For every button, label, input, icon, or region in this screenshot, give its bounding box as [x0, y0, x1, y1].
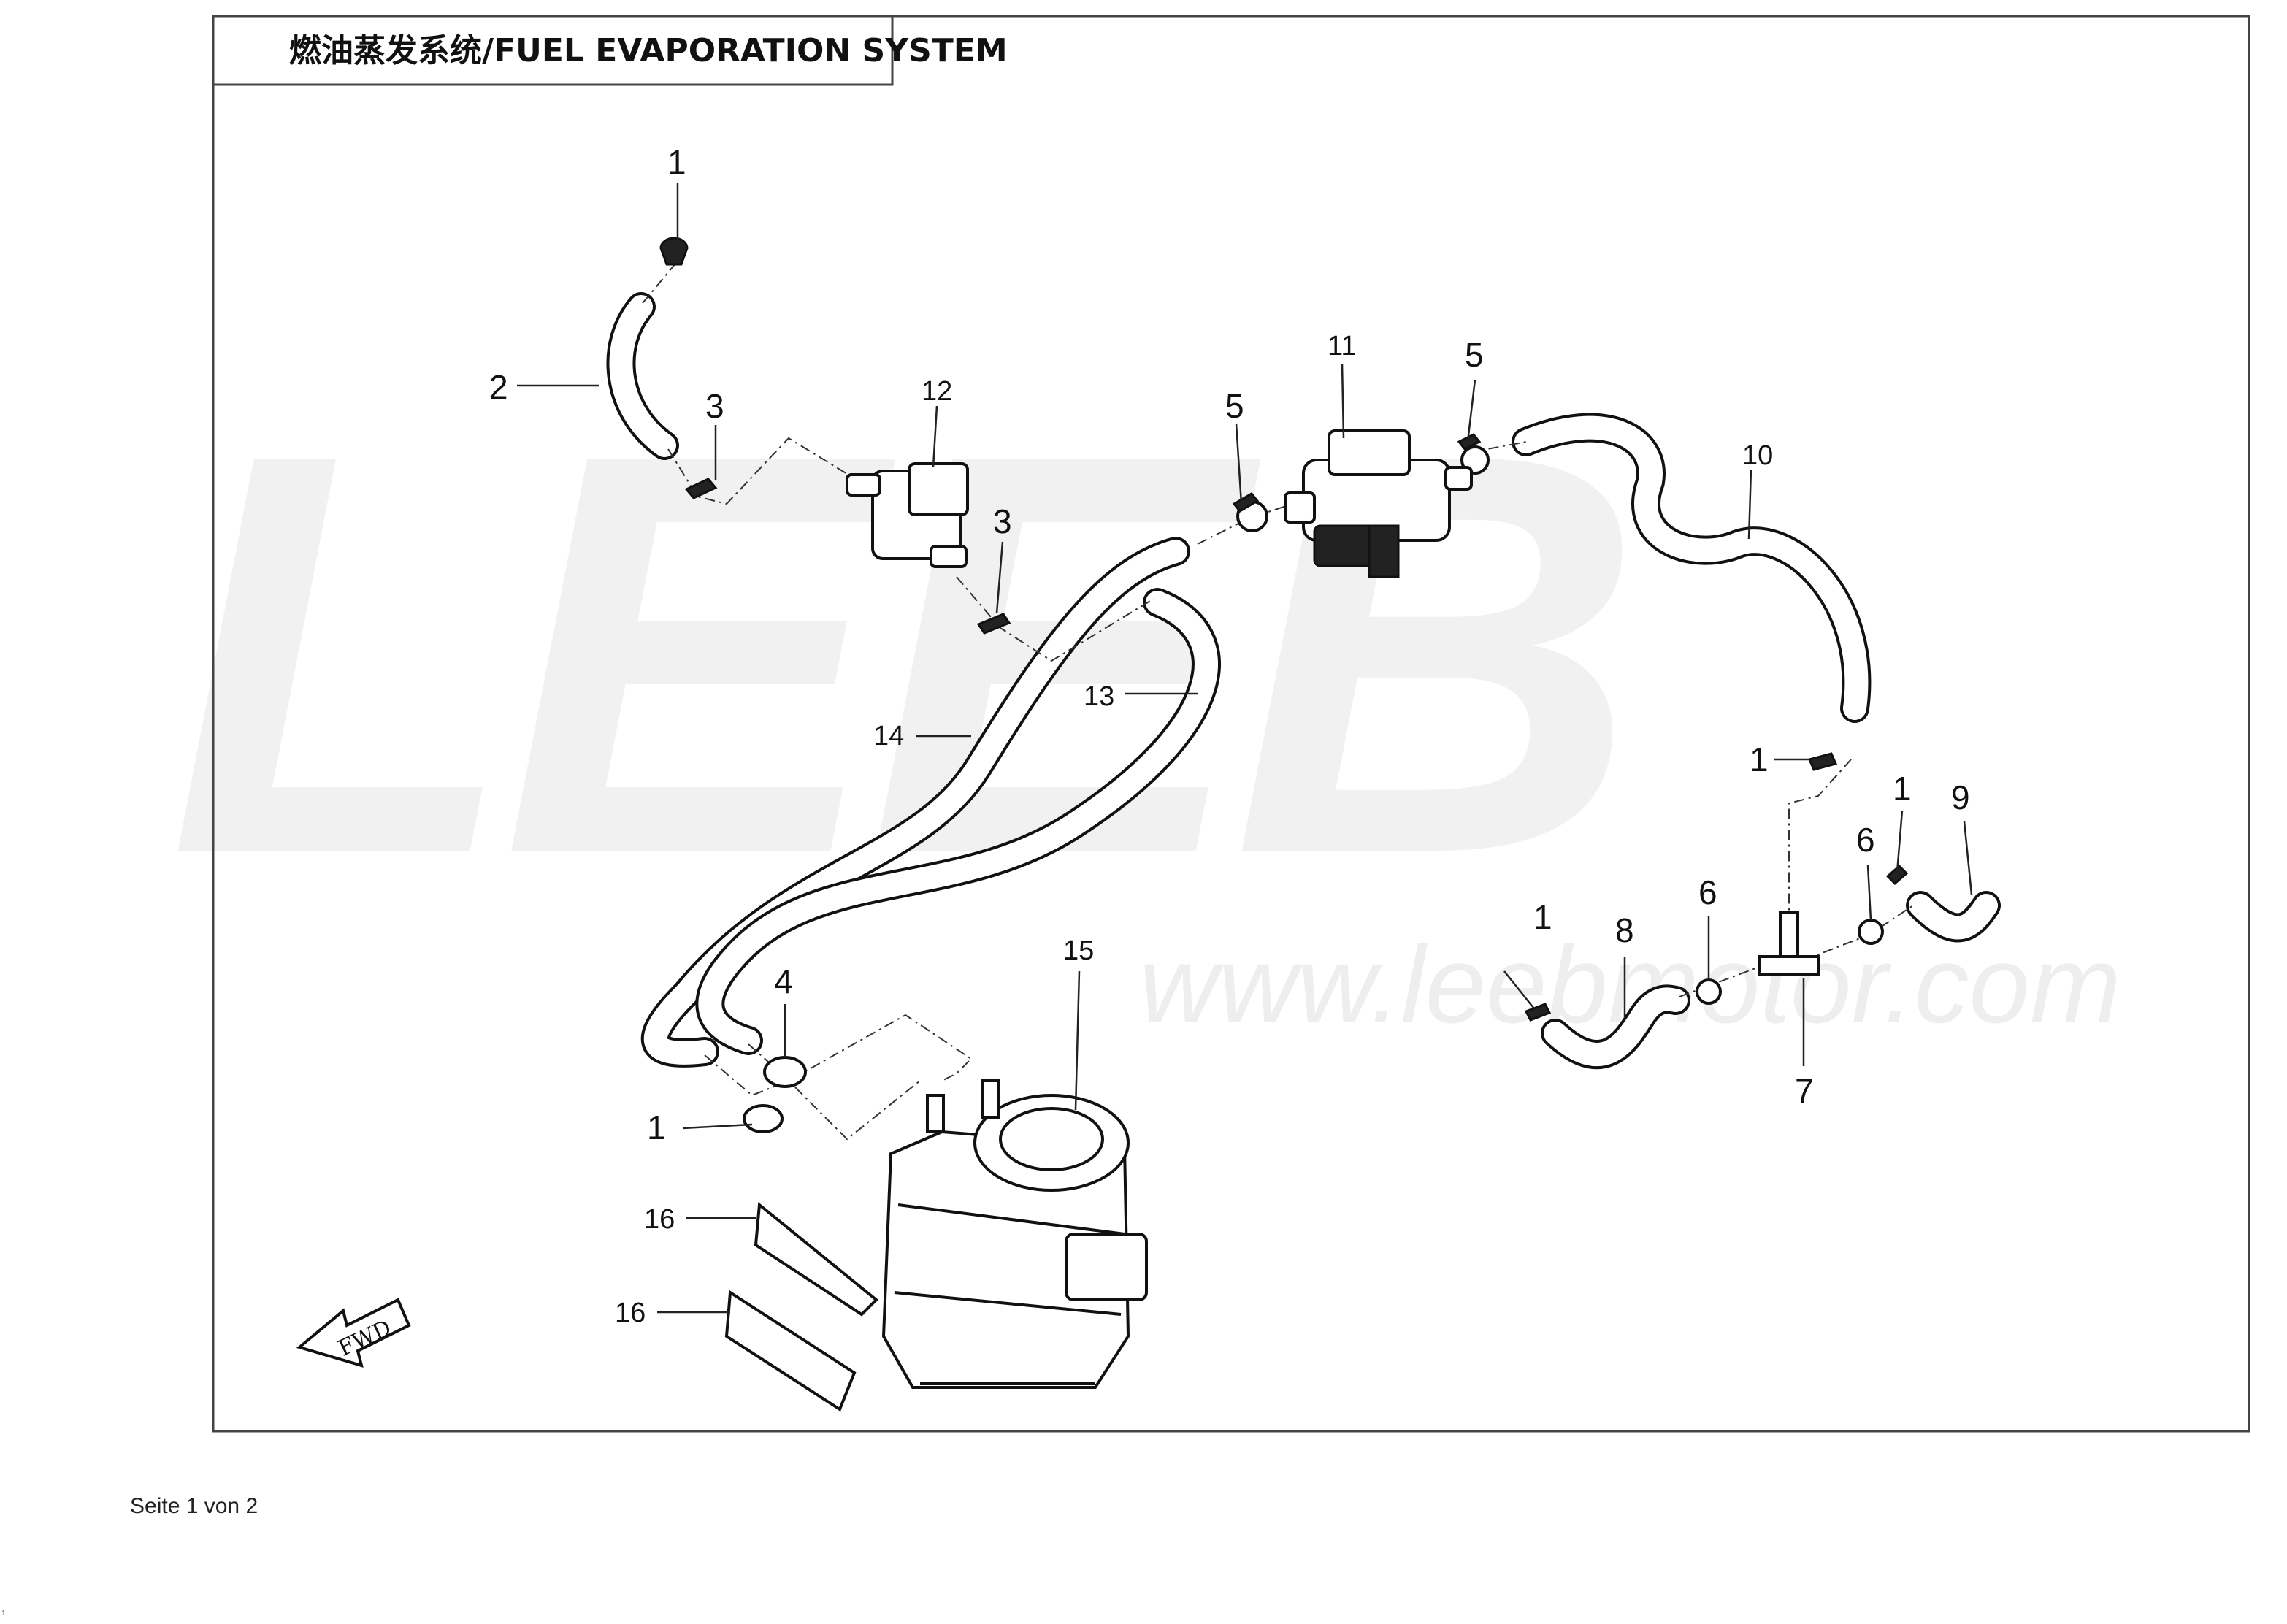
callout-2: 2 [489, 368, 508, 406]
clamp-6b [1696, 978, 1722, 1005]
callout-13: 13 [1084, 681, 1114, 712]
callout-4: 4 [774, 962, 793, 1000]
callout-15: 15 [1063, 935, 1094, 966]
clamp-3b [976, 613, 1011, 635]
clamp-1a [659, 237, 689, 266]
callouts: 1 2 3 12 3 5 11 5 10 13 14 1 1 9 6 15 4 … [489, 143, 1970, 1328]
callout-11: 11 [1328, 331, 1356, 361]
callout-6-right: 6 [1856, 821, 1875, 859]
diagram-title: 燃油蒸发系统/FUEL EVAPORATION SYSTEM [289, 32, 1008, 69]
callout-1-mid: 1 [1750, 740, 1769, 778]
callout-1-bottom-left: 1 [647, 1108, 666, 1146]
tee-fitting [1758, 911, 1820, 976]
callout-1-right: 1 [1893, 770, 1912, 808]
callout-3-left: 3 [705, 387, 724, 425]
hoses [606, 292, 2001, 1070]
purge-solenoid [1284, 429, 1473, 578]
clamp-1b [1807, 752, 1838, 771]
clamp-1e [743, 1104, 784, 1133]
fwd-arrow: FWD [296, 1298, 411, 1368]
callout-12: 12 [922, 376, 952, 407]
clamp-3a [684, 478, 718, 499]
callout-5-right: 5 [1465, 336, 1484, 374]
title-box [212, 15, 894, 86]
check-valve [846, 462, 969, 568]
callout-1-lower: 1 [1533, 898, 1552, 936]
callout-16-upper: 16 [644, 1204, 675, 1235]
callout-10: 10 [1742, 440, 1773, 471]
callout-9: 9 [1951, 778, 1970, 816]
callout-1-top: 1 [667, 143, 686, 181]
callout-8: 8 [1615, 911, 1634, 949]
leader-lines [517, 183, 1973, 1314]
filter-pads [724, 1202, 878, 1412]
callout-6-mid: 6 [1698, 873, 1717, 911]
callout-16-lower: 16 [615, 1298, 646, 1328]
clamp-4 [763, 1056, 807, 1088]
callout-5-left: 5 [1225, 387, 1244, 425]
charcoal-canister [881, 1079, 1148, 1389]
corner-mark: 1 [1, 1609, 6, 1617]
callout-3-right: 3 [993, 502, 1012, 540]
clamp-1d [1524, 1003, 1552, 1022]
callout-7: 7 [1795, 1072, 1814, 1110]
clamp-1c [1885, 864, 1909, 886]
diagram-frame [212, 15, 2250, 1433]
callout-14: 14 [873, 721, 904, 751]
clamp-6a [1858, 919, 1884, 945]
clamps [659, 237, 1909, 1133]
page-footer: Seite 1 von 2 [130, 1494, 258, 1518]
